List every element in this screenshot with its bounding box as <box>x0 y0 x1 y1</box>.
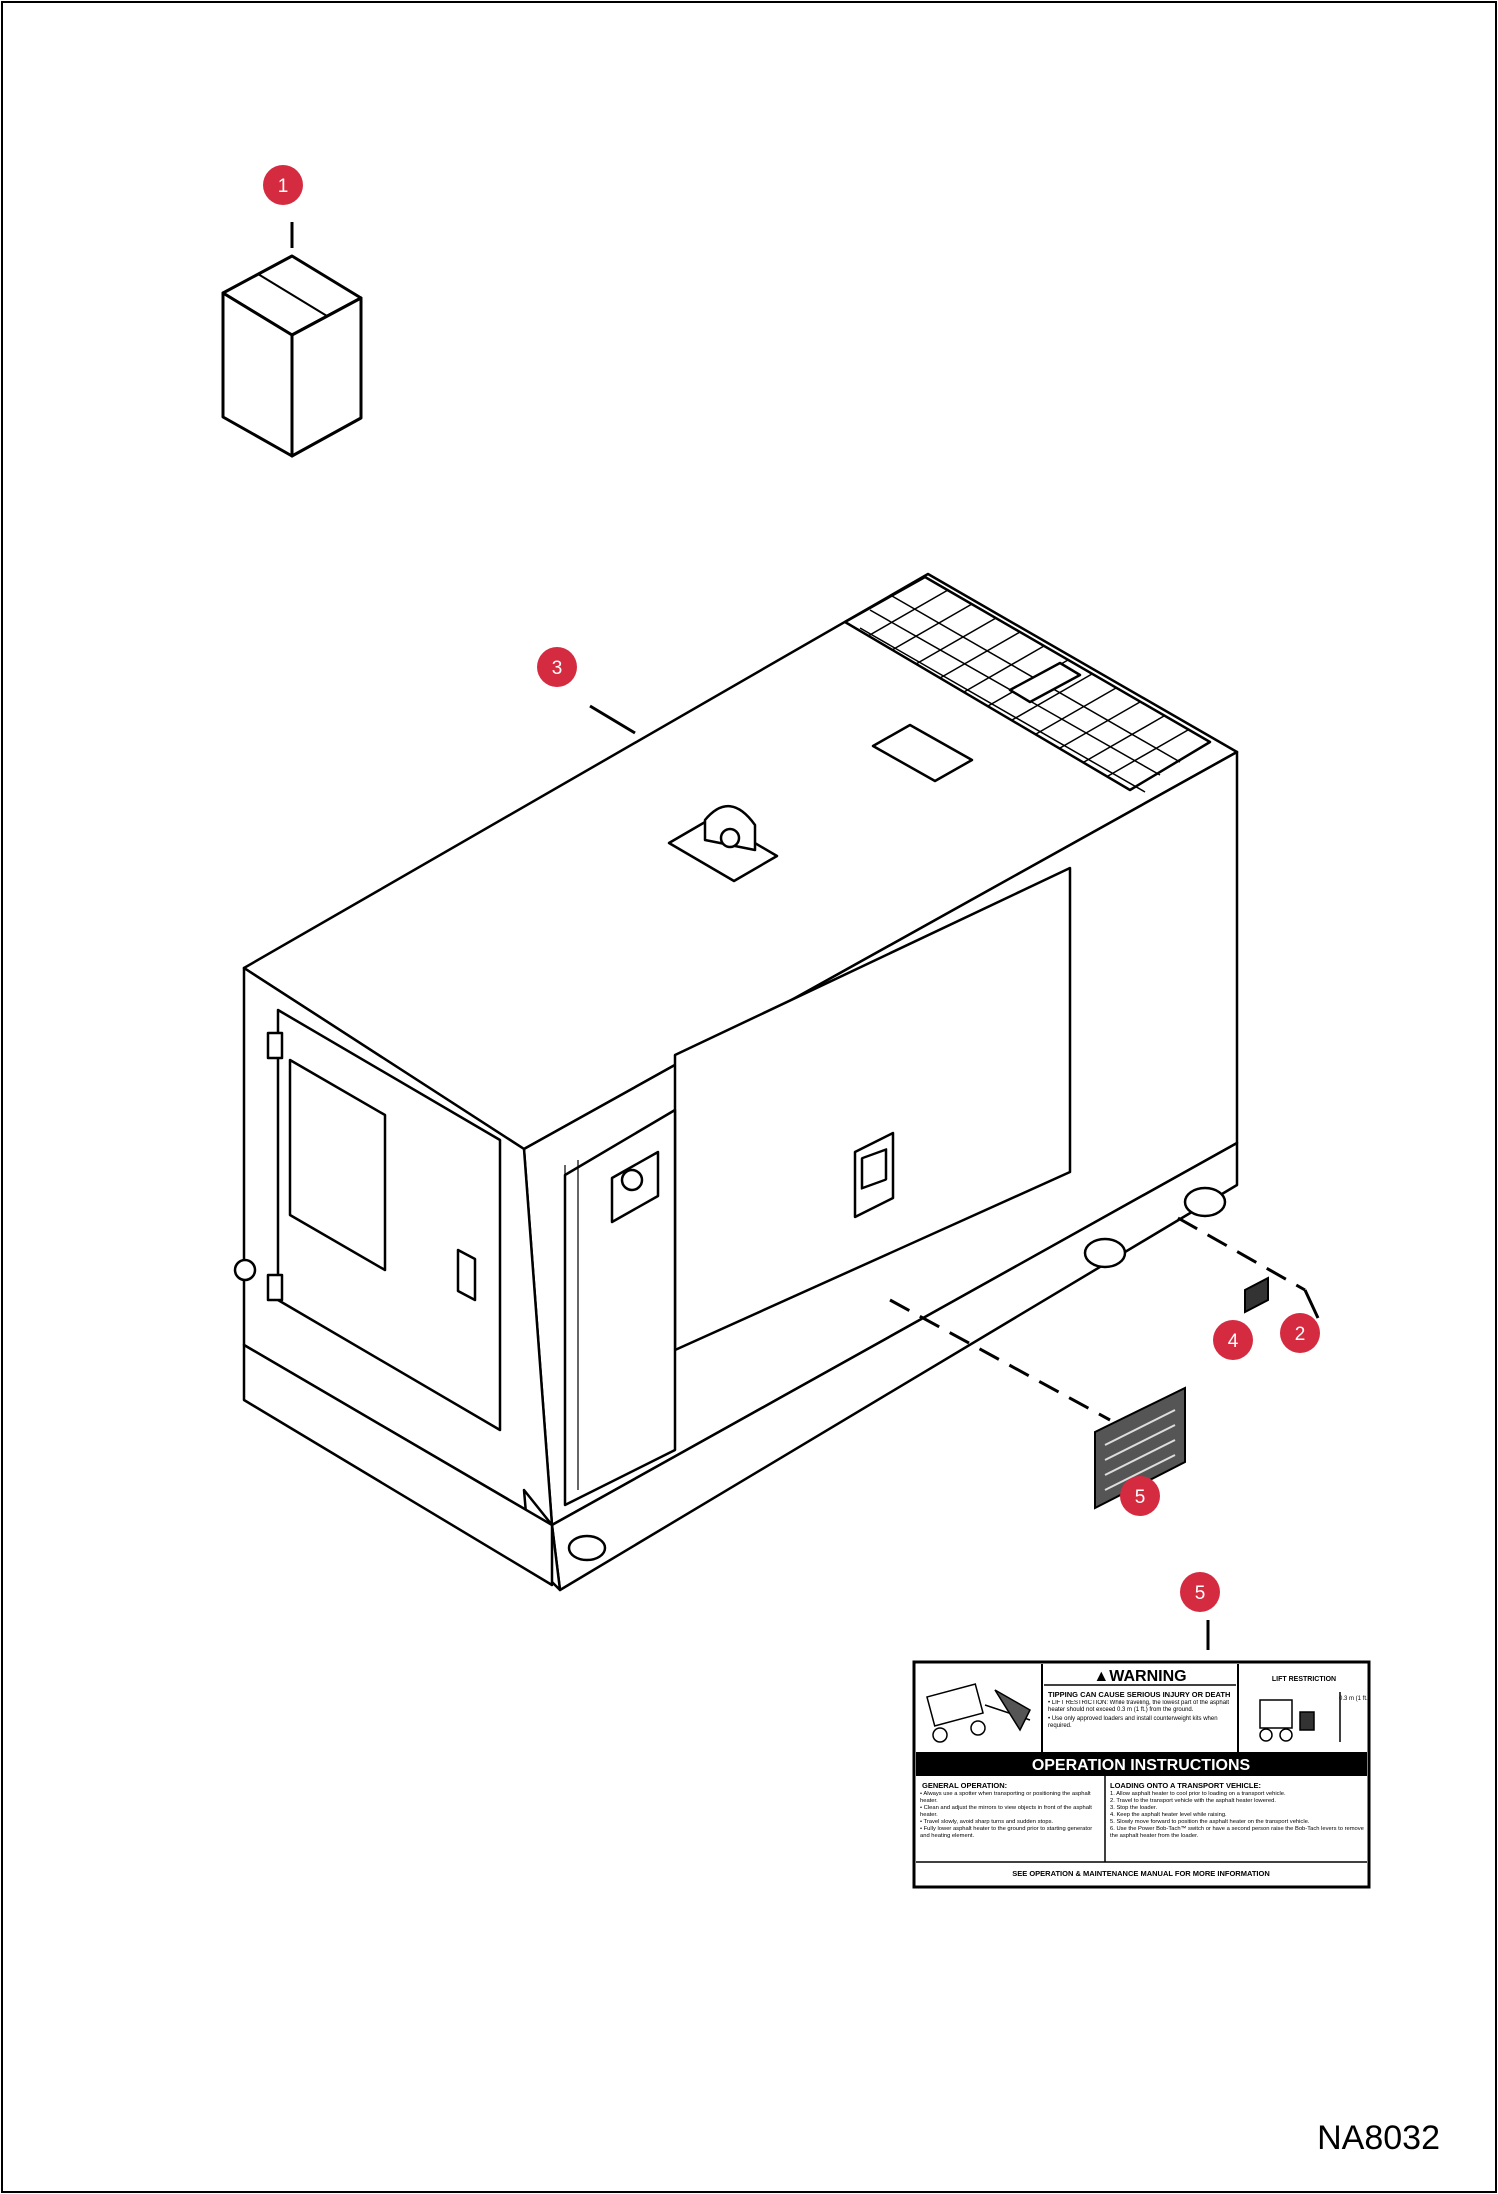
warning-subtitle: TIPPING CAN CAUSE SERIOUS INJURY OR DEAT… <box>1048 1690 1230 1699</box>
loading-item-4: 4. Keep the asphalt heater level while r… <box>1110 1812 1227 1818</box>
callout-5-large[interactable]: 5 <box>1180 1572 1220 1612</box>
loading-item-2: 2. Travel to the transport vehicle with … <box>1110 1798 1276 1804</box>
ops-title: OPERATION INSTRUCTIONS <box>1032 1757 1251 1774</box>
loading-item-6: 6. Use the Power Bob-Tach™ switch or hav… <box>1110 1826 1364 1839</box>
item-4-decal <box>1244 1276 1269 1314</box>
svg-text:5: 5 <box>1135 1487 1146 1508</box>
general-item-4: • Fully lower asphalt heater to the grou… <box>920 1826 1093 1839</box>
loading-title: LOADING ONTO A TRANSPORT VEHICLE: <box>1110 1781 1261 1790</box>
tipping-pictogram-icon <box>926 1683 1031 1743</box>
loading-item-1: 1. Allow asphalt heater to cool prior to… <box>1110 1791 1286 1797</box>
item-2-part <box>1303 1289 1320 1319</box>
item-1-box <box>221 254 363 458</box>
leader-3 <box>589 704 636 735</box>
callout-2[interactable]: 2 <box>1280 1313 1320 1353</box>
lift-pictogram-icon <box>1259 1692 1341 1742</box>
general-item-2: • Clean and adjust the mirrors to view o… <box>920 1805 1092 1818</box>
lift-restriction-title: LIFT RESTRICTION <box>1272 1676 1336 1683</box>
loading-item-5: 5. Slowly move forward to position the a… <box>1110 1819 1310 1825</box>
svg-text:3: 3 <box>552 658 563 679</box>
item-5-decal-detail: ▲WARNING TIPPING CAN CAUSE SERIOUS INJUR… <box>912 1660 1371 1889</box>
svg-text:4: 4 <box>1228 1331 1239 1352</box>
callout-1[interactable]: 1 <box>263 165 303 205</box>
item-3-enclosure <box>233 572 1239 1592</box>
drawing-id: NA8032 <box>1317 2119 1440 2157</box>
item-5-decal-placed <box>1094 1386 1186 1510</box>
warning-title: ▲WARNING <box>1093 1668 1186 1685</box>
item-5-decal-lines <box>1104 1409 1176 1491</box>
svg-text:2: 2 <box>1295 1324 1306 1345</box>
svg-text:1: 1 <box>278 176 289 197</box>
callout-3[interactable]: 3 <box>537 647 577 687</box>
general-title: GENERAL OPERATION: <box>922 1781 1007 1790</box>
svg-text:5: 5 <box>1195 1583 1206 1604</box>
warning-bullet-1: • LIFT RESTRICTION: While traveling, the… <box>1048 1700 1230 1713</box>
lift-value: 0.3 m (1 ft.) <box>1339 1696 1370 1702</box>
general-item-3: • Travel slowly, avoid sharp turns and s… <box>920 1819 1054 1825</box>
callout-4[interactable]: 4 <box>1213 1320 1253 1360</box>
warning-bullet-2: • Use only approved loaders and install … <box>1048 1716 1218 1729</box>
callout-5-small[interactable]: 5 <box>1120 1476 1160 1516</box>
loading-item-3: 3. Stop the loader. <box>1110 1805 1158 1811</box>
decal-leaders <box>889 1216 1306 1422</box>
general-item-1: • Always use a spotter when transporting… <box>920 1791 1091 1804</box>
decal-footer: SEE OPERATION & MAINTENANCE MANUAL FOR M… <box>1012 1869 1270 1878</box>
warning-triangle-icon: ▲ <box>1093 1668 1109 1685</box>
